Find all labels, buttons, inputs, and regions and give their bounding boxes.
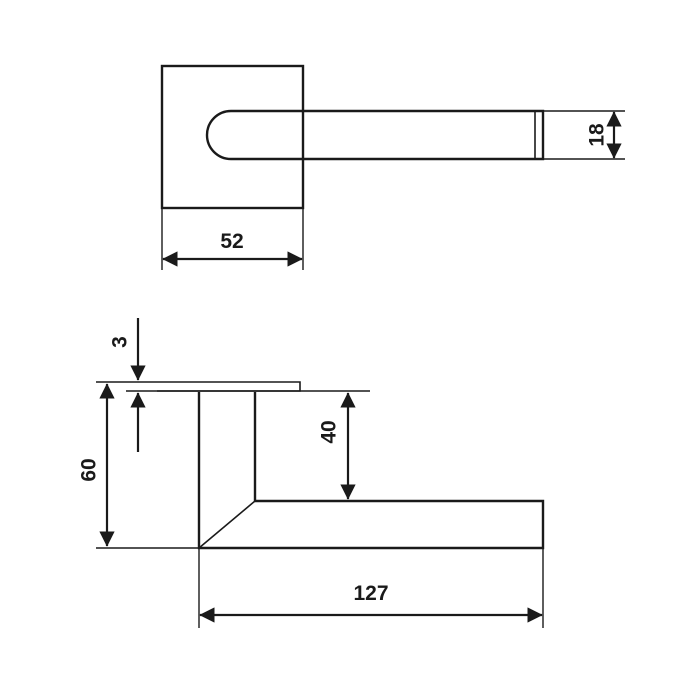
side-view-bevel	[198, 500, 256, 549]
top-view-lever	[205, 109, 545, 161]
dimension-60: 60	[78, 383, 115, 547]
dimension-52: 52	[161, 208, 304, 270]
dimension-52-label: 52	[220, 230, 243, 253]
dimension-60-label: 60	[78, 458, 101, 481]
side-view: 3 40 60 127	[78, 318, 545, 628]
dimension-127: 127	[198, 548, 544, 628]
dimension-127-label: 127	[353, 582, 388, 605]
side-view-rose-plate	[157, 381, 301, 392]
side-view-neck	[197, 392, 545, 550]
top-view: 52 18	[160, 64, 625, 270]
dimension-18-label: 18	[586, 123, 609, 147]
dimension-40: 40	[318, 392, 356, 500]
top-view-rose-plate	[160, 64, 305, 210]
dimension-18: 18	[543, 110, 625, 160]
dimension-3-label: 3	[109, 336, 132, 348]
dimension-40-label: 40	[318, 420, 341, 443]
dimension-3: 3	[109, 318, 146, 452]
